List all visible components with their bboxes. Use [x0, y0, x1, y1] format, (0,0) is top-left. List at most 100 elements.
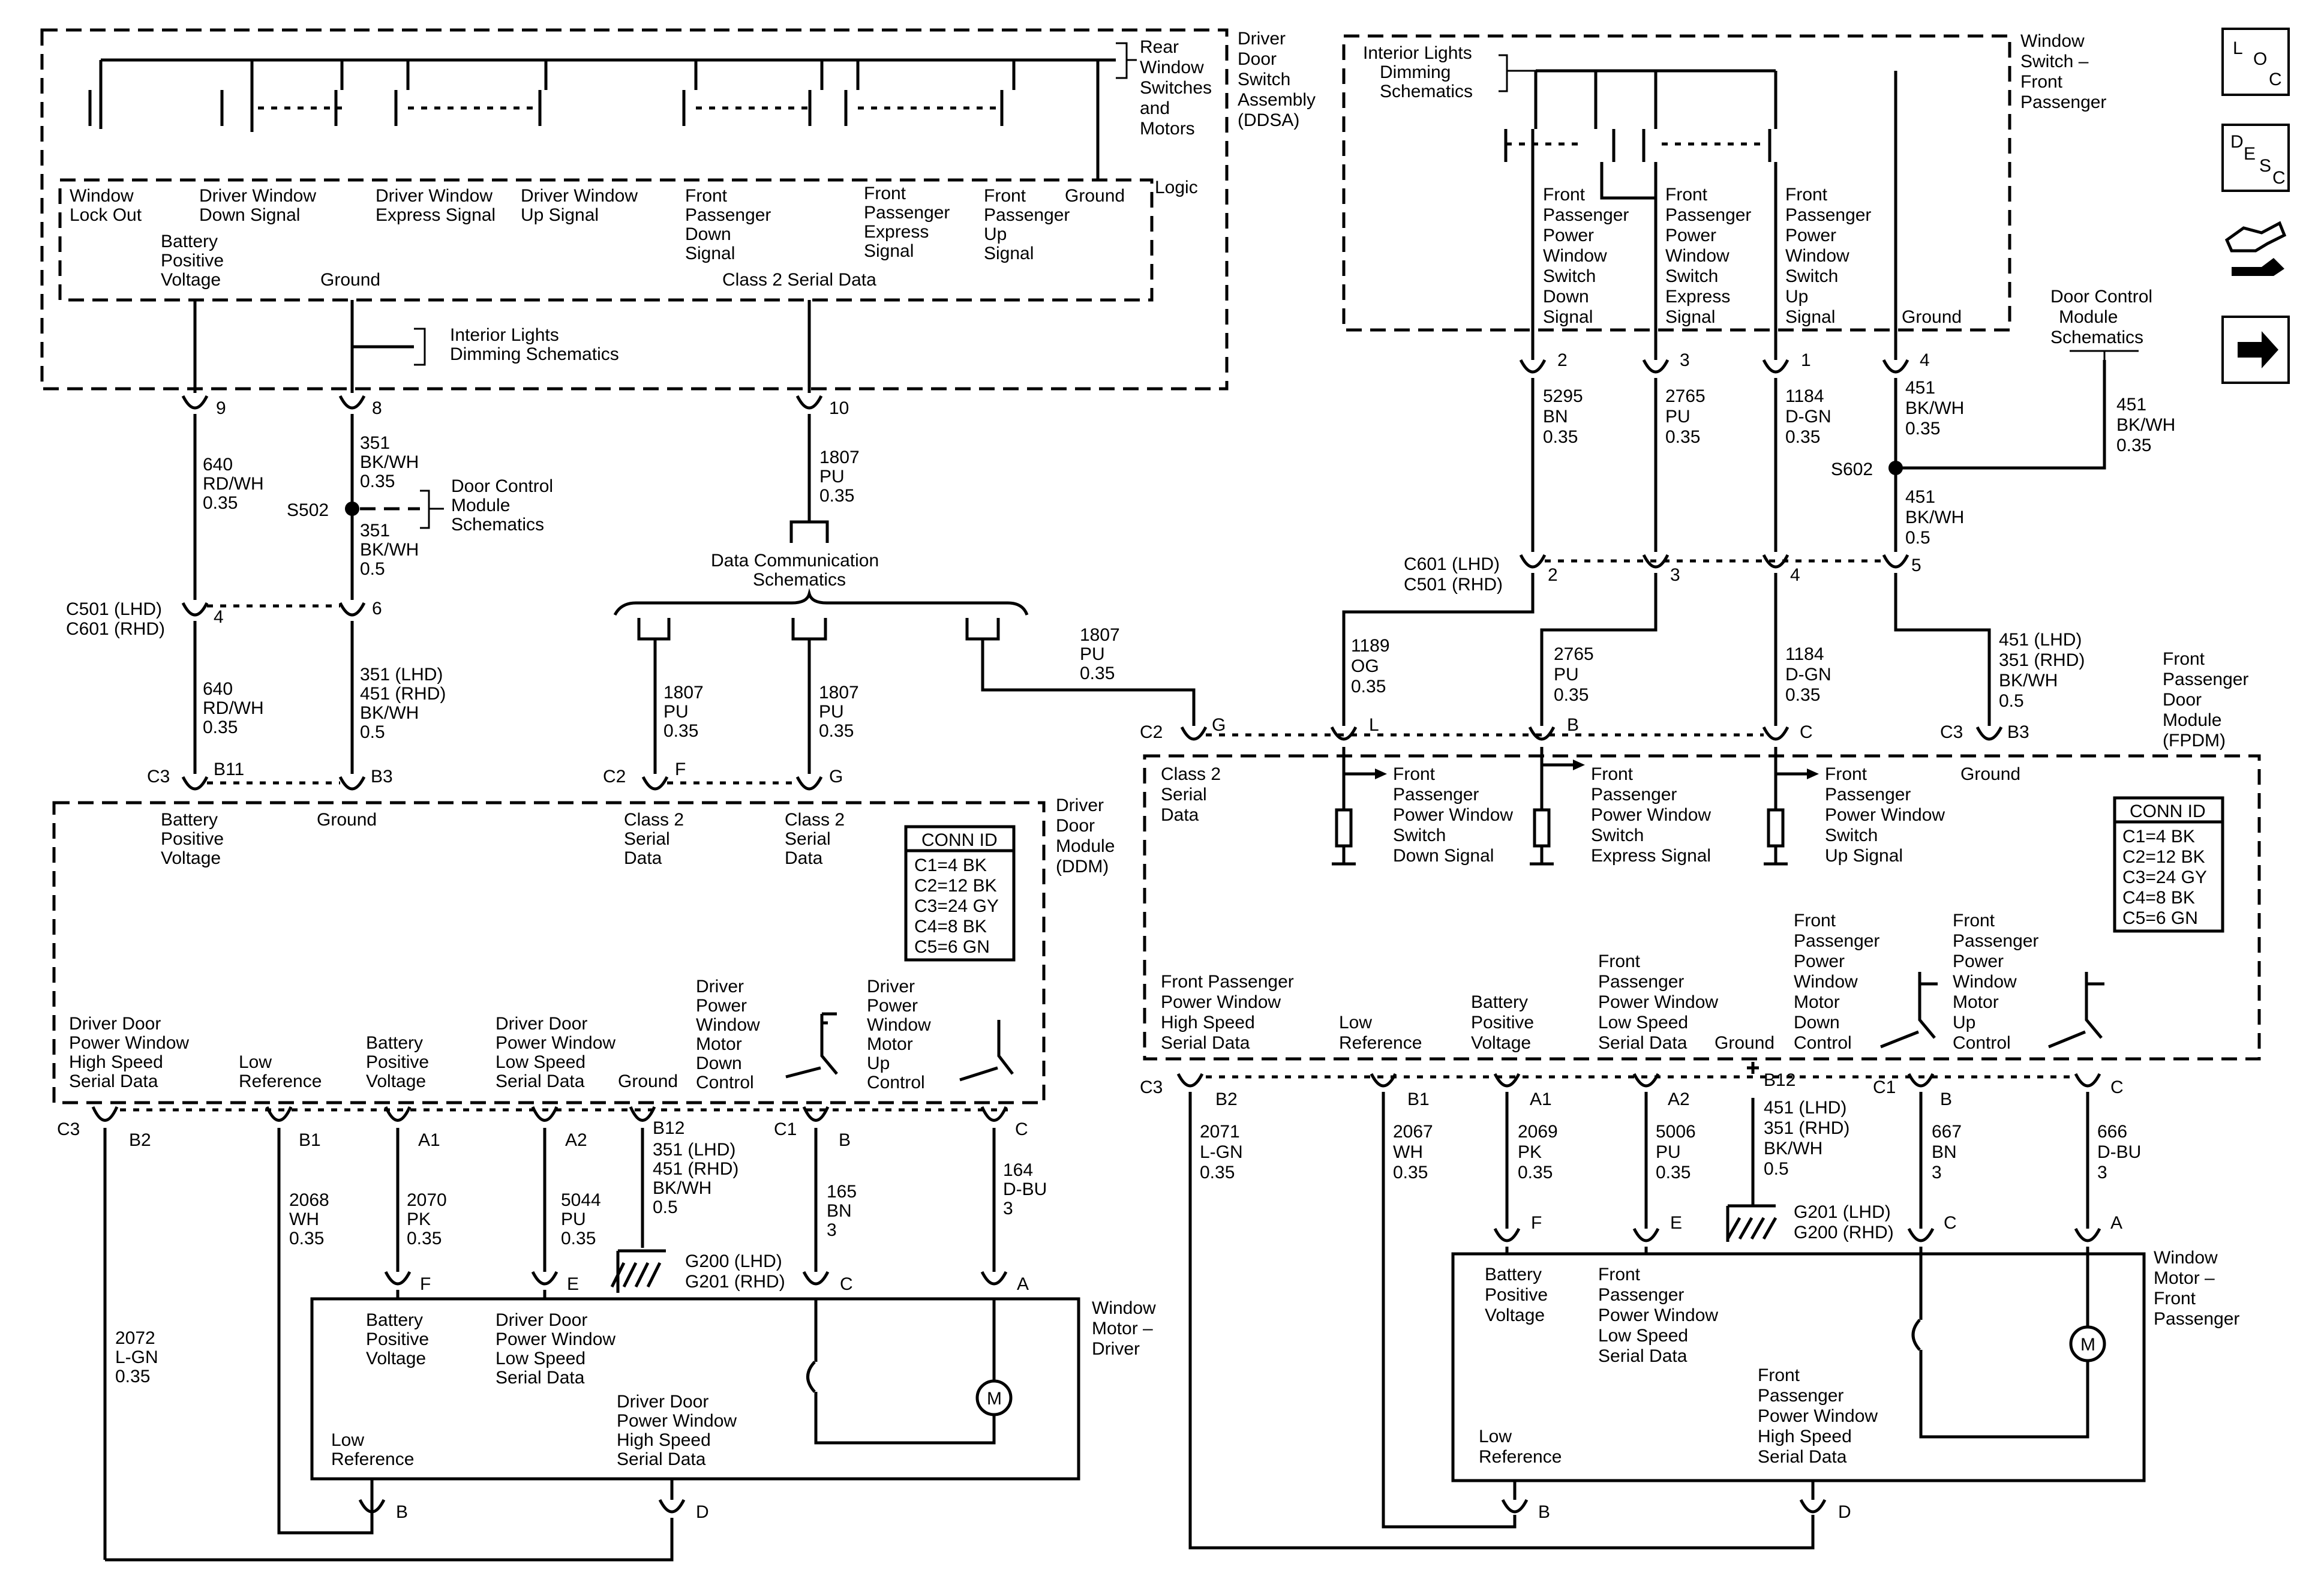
pin-9: 9: [216, 398, 226, 418]
fpdm-hs-3: High Speed: [1161, 1013, 1255, 1032]
mfp-ls-4: Low Speed: [1598, 1326, 1688, 1346]
desc-s: S: [2259, 156, 2271, 176]
w5006-3: 0.35: [1656, 1163, 1691, 1182]
fpdm-c3-b: C3: [1140, 1077, 1163, 1097]
lbl-driver-up-2: Up Signal: [521, 205, 599, 225]
ddsa-title-2: Door: [1238, 49, 1277, 69]
c601-p4: 4: [1790, 565, 1800, 585]
loc-icon[interactable]: L O C: [2221, 28, 2290, 96]
ddm-title-1: Driver: [1056, 795, 1104, 815]
w1807c-2: PU: [819, 702, 844, 722]
rear-label-5: Motors: [1140, 119, 1195, 139]
ddm-c3-b: C3: [57, 1119, 80, 1139]
w451c-3: 0.5: [1905, 528, 1930, 548]
w2067-3: 0.35: [1393, 1163, 1428, 1182]
fpdm-mdn-5: Motor: [1794, 992, 1840, 1012]
ddm-ls-2: Power Window: [496, 1033, 615, 1053]
fpdm-mup-4: Window: [1953, 972, 2017, 992]
door-ctrl-l-2: Module: [451, 496, 510, 515]
ddm-dn-6: Control: [696, 1073, 754, 1092]
w351b-1: 351: [360, 521, 390, 541]
md-pin-a: A: [1017, 1274, 1029, 1294]
wsfp-up-2: Passenger: [1785, 205, 1871, 225]
md-ls-3: Low Speed: [496, 1349, 585, 1368]
lbl-fp-up-2: Passenger: [984, 205, 1070, 225]
ddm-b1: B1: [299, 1130, 321, 1150]
fpdm-serial-2: Serial: [1161, 785, 1207, 804]
lbl-ground: Ground: [320, 270, 380, 290]
ddm-title-2: Door: [1056, 816, 1095, 836]
w351g-3: BK/WH: [653, 1178, 711, 1198]
md-batt-3: Voltage: [366, 1349, 426, 1368]
ddm-up-1: Driver: [867, 977, 915, 996]
fpdm-ex-2: Passenger: [1591, 785, 1677, 804]
c501-pin4: 4: [214, 607, 224, 627]
c501-pin6: 6: [372, 599, 382, 619]
ddsa-title-4: Assembly: [1238, 90, 1316, 110]
w451g-1: 451 (LHD): [1764, 1098, 1846, 1118]
md-lr-1: Low: [331, 1430, 364, 1450]
ddm-c2f-2: Serial: [624, 829, 670, 849]
arrow-right-icon[interactable]: [2221, 316, 2290, 384]
ddm-up-2: Power: [867, 996, 918, 1016]
motor-symbol-driver: [975, 1379, 1013, 1416]
wsfp-title-4: Passenger: [2020, 92, 2106, 112]
ddm-up-3: Window: [867, 1015, 931, 1035]
fpdm-mup-5: Motor: [1953, 992, 1999, 1012]
w640a-2: RD/WH: [203, 474, 264, 494]
w451d-1: 451 (LHD): [1999, 630, 2082, 650]
wiring-tools-icon[interactable]: [2224, 221, 2287, 276]
mfp-pin-d: D: [1838, 1502, 1851, 1522]
w2067-2: WH: [1393, 1142, 1423, 1162]
w667-3: 3: [1932, 1163, 1942, 1182]
fpdm-dn-5: Down Signal: [1393, 846, 1494, 866]
wsfp-exp-1: Front: [1665, 185, 1708, 205]
w667-1: 667: [1932, 1122, 1962, 1142]
ddm-up-5: Up: [867, 1053, 890, 1073]
wsfp-title-2: Switch –: [2020, 52, 2089, 71]
w640b-1: 640: [203, 679, 233, 699]
fpdm-ex-5: Express Signal: [1591, 846, 1711, 866]
w451d-2: 351 (RHD): [1999, 650, 2085, 670]
desc-icon[interactable]: D E S C: [2221, 124, 2290, 192]
mfp-ls-3: Power Window: [1598, 1305, 1718, 1325]
wsfp-exp-6: Express: [1665, 287, 1730, 307]
c501-1: C501 (LHD): [66, 599, 162, 619]
w1184a-1: 1184: [1785, 386, 1824, 406]
fpdm-hs-1: Front Passenger: [1161, 972, 1294, 992]
ddm-dn-5: Down: [696, 1053, 742, 1073]
lbl-battery-1: Battery: [161, 232, 218, 251]
lbl-driver-express-2: Express Signal: [376, 205, 496, 225]
fpdm-mdn-6: Down: [1794, 1013, 1840, 1032]
mfp-batt-1: Battery: [1485, 1265, 1542, 1284]
door-ctrl-l-1: Door Control: [451, 476, 553, 496]
lbl-driver-up-1: Driver Window: [521, 186, 638, 206]
ddm-c2f-3: Data: [624, 848, 662, 868]
wsfp-down-2: Passenger: [1543, 205, 1629, 225]
w1807c-1: 1807: [819, 683, 859, 703]
data-comm-1: Data Communication: [711, 551, 879, 571]
fpdm-up-3: Power Window: [1825, 805, 1945, 825]
w667-2: BN: [1932, 1142, 1957, 1162]
fpdm-conn-1: C1=4 BK: [2122, 827, 2195, 846]
fp-door-ctrl-3: Schematics: [2050, 328, 2143, 347]
lbl-fp-up-1: Front: [984, 186, 1026, 206]
lbl-serial: Class 2 Serial Data: [722, 270, 876, 290]
w1807d-2: PU: [1080, 644, 1105, 664]
ddm-ground-b: Ground: [618, 1071, 678, 1091]
ddm-lowref-1: Low: [239, 1052, 272, 1072]
mfp-hs-3: Power Window: [1758, 1406, 1878, 1426]
w1807a-2: PU: [819, 467, 845, 487]
fpdm-serial-1: Class 2: [1161, 764, 1221, 784]
lbl-battery-2: Positive: [161, 251, 224, 271]
w451a-2: BK/WH: [1905, 398, 1964, 418]
w451g-4: 0.5: [1764, 1159, 1789, 1179]
w2071-2: L-GN: [1200, 1142, 1243, 1162]
wsfp-exp-2: Passenger: [1665, 205, 1751, 225]
ddm-c2g-3: Data: [785, 848, 823, 868]
logic-label: Logic: [1155, 178, 1198, 197]
wsfp-exp-5: Switch: [1665, 266, 1718, 286]
lbl-fp-up-4: Signal: [984, 244, 1034, 263]
fpdm-mup-6: Up: [1953, 1013, 1975, 1032]
